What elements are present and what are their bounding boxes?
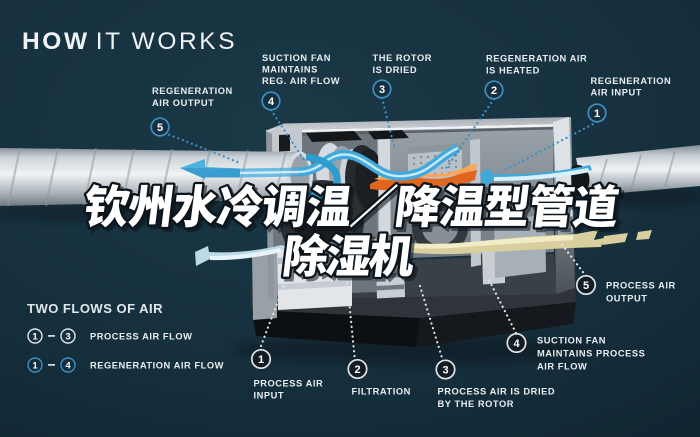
svg-text:PROCESS AIR: PROCESS AIR — [254, 379, 324, 389]
svg-text:IS HEATED: IS HEATED — [486, 66, 540, 76]
svg-text:4: 4 — [268, 96, 275, 108]
svg-text:FILTRATION: FILTRATION — [352, 387, 411, 397]
svg-text:PROCESS AIR: PROCESS AIR — [606, 281, 676, 291]
svg-text:AIR INPUT: AIR INPUT — [591, 88, 642, 98]
svg-text:5: 5 — [157, 122, 163, 134]
svg-text:3: 3 — [65, 332, 70, 343]
svg-text:4: 4 — [65, 361, 71, 372]
svg-text:REGENERATION: REGENERATION — [152, 86, 233, 96]
svg-text:SUCTION FAN: SUCTION FAN — [537, 336, 606, 346]
svg-text:TWO FLOWS OF AIR: TWO FLOWS OF AIR — [27, 301, 163, 316]
svg-text:THE ROTOR: THE ROTOR — [373, 53, 433, 63]
svg-text:1: 1 — [258, 354, 264, 366]
svg-text:1: 1 — [32, 332, 38, 343]
svg-text:MAINTAINS: MAINTAINS — [262, 65, 318, 75]
svg-text:1: 1 — [32, 361, 38, 372]
svg-text:4: 4 — [513, 338, 520, 350]
svg-text:MAINTAINS PROCESS: MAINTAINS PROCESS — [537, 349, 645, 359]
svg-text:AIR FLOW: AIR FLOW — [537, 362, 587, 372]
svg-text:5: 5 — [583, 280, 589, 292]
svg-text:3: 3 — [442, 365, 448, 377]
svg-text:BY THE ROTOR: BY THE ROTOR — [438, 399, 515, 409]
svg-text:SUCTION FAN: SUCTION FAN — [262, 53, 331, 63]
svg-text:AIR OUTPUT: AIR OUTPUT — [152, 98, 214, 108]
svg-text:REG. AIR FLOW: REG. AIR FLOW — [262, 76, 340, 86]
svg-text:IS DRIED: IS DRIED — [373, 65, 418, 75]
svg-text:2: 2 — [491, 85, 497, 97]
svg-text:1: 1 — [594, 108, 600, 120]
svg-text:2: 2 — [354, 364, 360, 376]
svg-text:3: 3 — [379, 84, 385, 96]
svg-text:REGENERATION: REGENERATION — [591, 76, 672, 86]
svg-text:INPUT: INPUT — [254, 391, 285, 401]
svg-text:REGENERATION AIR: REGENERATION AIR — [486, 54, 587, 64]
svg-text:PROCESS AIR FLOW: PROCESS AIR FLOW — [90, 332, 192, 342]
svg-text:PROCESS AIR IS DRIED: PROCESS AIR IS DRIED — [438, 387, 556, 397]
svg-text:REGENERATION AIR FLOW: REGENERATION AIR FLOW — [90, 361, 224, 371]
svg-text:OUTPUT: OUTPUT — [606, 294, 648, 304]
